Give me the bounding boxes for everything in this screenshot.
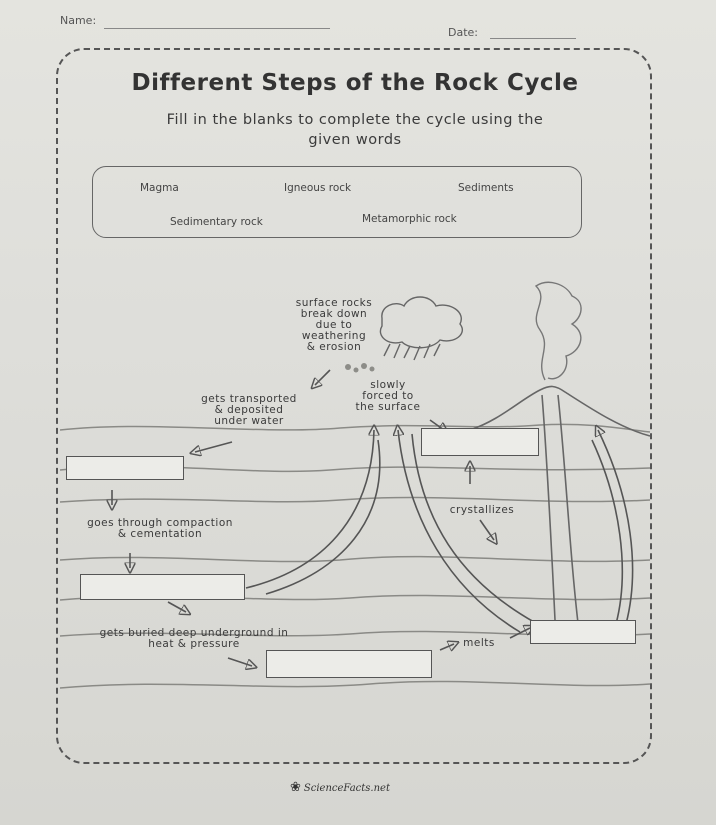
- instructions: Fill in the blanks to complete the cycle…: [60, 110, 650, 150]
- label-melts: melts: [463, 637, 495, 649]
- label-buried-line-1: gets buried deep underground in: [99, 627, 289, 639]
- label-forced-line-1: slowly: [370, 379, 406, 391]
- label-transported-line-2: & deposited: [214, 404, 284, 416]
- flower-logo-icon: ❀: [290, 780, 301, 795]
- blank-metamorphic-rock[interactable]: [266, 650, 432, 678]
- label-weathering-line-4: weathering: [301, 330, 367, 342]
- blank-sediments[interactable]: [66, 456, 184, 480]
- label-transported: gets transported & deposited under water: [184, 394, 314, 427]
- label-weathering: surface rocks break down due to weatheri…: [276, 298, 392, 353]
- word-sedimentary-rock: Sedimentary rock: [170, 216, 263, 228]
- date-label: Date:: [448, 26, 478, 39]
- date-line[interactable]: [490, 38, 576, 39]
- label-weathering-line-2: break down: [300, 308, 368, 320]
- label-forced-line-3: the surface: [355, 401, 421, 413]
- label-weathering-line-3: due to: [315, 319, 353, 331]
- cycle-arrows: [112, 369, 634, 666]
- blank-magma[interactable]: [530, 620, 636, 644]
- label-buried: gets buried deep underground in heat & p…: [58, 628, 330, 650]
- page-title: Different Steps of the Rock Cycle: [131, 70, 579, 96]
- label-compaction-line-2: & cementation: [117, 528, 203, 540]
- label-transported-line-1: gets transported: [201, 393, 297, 405]
- label-weathering-line-5: & erosion: [306, 341, 362, 353]
- name-label: Name:: [60, 14, 97, 27]
- footer-brand-text: ScienceFacts.net: [303, 783, 390, 794]
- blank-sedimentary-rock[interactable]: [80, 574, 245, 600]
- label-forced-to-surface: slowly forced to the surface: [346, 380, 430, 413]
- label-compaction-line-1: goes through compaction: [87, 517, 233, 529]
- label-crystallizes: crystallizes: [449, 504, 515, 516]
- volcano: [469, 385, 651, 641]
- instructions-line-2: given words: [308, 132, 402, 148]
- footer-brand: ❀ScienceFacts.net: [290, 780, 390, 795]
- name-line[interactable]: [104, 28, 330, 29]
- word-sediments: Sediments: [458, 182, 514, 194]
- label-transported-line-3: under water: [214, 415, 284, 427]
- word-magma: Magma: [140, 182, 179, 194]
- word-igneous-rock: Igneous rock: [284, 182, 352, 194]
- label-buried-line-2: heat & pressure: [148, 638, 240, 650]
- rain-cloud: [379, 296, 463, 361]
- word-metamorphic-rock: Metamorphic rock: [362, 213, 457, 225]
- label-weathering-line-1: surface rocks: [295, 297, 373, 309]
- dashed-border: [56, 48, 652, 764]
- label-forced-line-2: forced to: [362, 390, 414, 402]
- rock-debris: [345, 363, 375, 373]
- volcano-smoke: [534, 281, 582, 381]
- blank-igneous-rock[interactable]: [421, 428, 539, 456]
- instructions-line-1: Fill in the blanks to complete the cycle…: [166, 112, 544, 128]
- label-compaction: goes through compaction & cementation: [60, 518, 260, 540]
- word-bank: [92, 166, 582, 238]
